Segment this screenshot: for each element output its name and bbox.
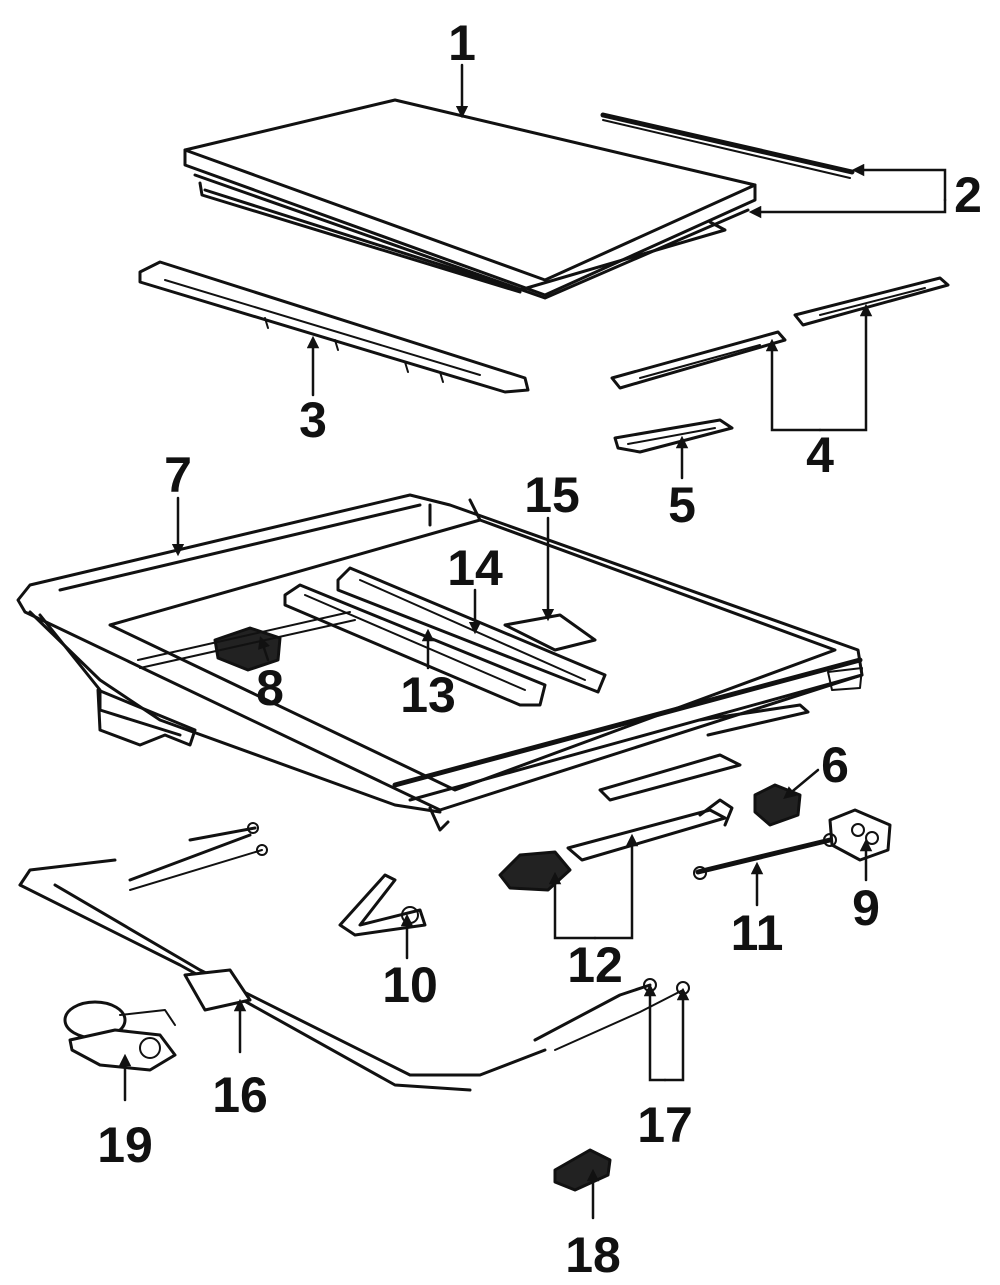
part-10-hinge bbox=[338, 873, 427, 937]
callout-18: 18 bbox=[565, 1227, 621, 1283]
callout-1: 1 bbox=[448, 15, 476, 71]
callout-12: 12 bbox=[567, 937, 623, 993]
callout-17: 17 bbox=[637, 1097, 693, 1153]
callout-9: 9 bbox=[852, 880, 880, 936]
part-1-glass-panel bbox=[183, 98, 757, 300]
part-12-bracket bbox=[498, 798, 734, 892]
callout-13: 13 bbox=[400, 667, 456, 723]
callout-10: 10 bbox=[382, 957, 438, 1013]
part-2-seal-strip bbox=[600, 112, 855, 179]
part-11-link bbox=[693, 833, 837, 880]
part-4-guide-rails bbox=[610, 276, 950, 390]
part-18-cover bbox=[553, 1148, 612, 1192]
part-3-front-rail bbox=[138, 260, 530, 394]
callout-15: 15 bbox=[524, 467, 580, 523]
callout-3: 3 bbox=[299, 392, 327, 448]
callout-6: 6 bbox=[821, 737, 849, 793]
callout-19: 19 bbox=[97, 1117, 153, 1173]
part-5-bracket bbox=[613, 418, 734, 454]
part-16-cable-guide bbox=[18, 822, 690, 1092]
drain-hose bbox=[598, 703, 810, 802]
callout-2: 2 bbox=[954, 167, 982, 223]
part-15-cutout bbox=[503, 613, 597, 652]
callout-4: 4 bbox=[806, 427, 834, 483]
callout-5: 5 bbox=[668, 477, 696, 533]
callout-7: 7 bbox=[164, 447, 192, 503]
callout-11: 11 bbox=[731, 905, 784, 961]
callout-8: 8 bbox=[256, 660, 284, 716]
callout-14: 14 bbox=[447, 540, 503, 596]
leader-lines bbox=[118, 63, 947, 1220]
callout-labels: 1 2 3 4 5 6 7 8 9 10 11 12 13 14 15 16 1… bbox=[97, 15, 982, 1283]
part-13-slide-rail bbox=[137, 583, 547, 707]
part-19-motor bbox=[63, 1000, 177, 1072]
part-9-bracket bbox=[828, 808, 892, 862]
callout-16: 16 bbox=[212, 1067, 268, 1123]
